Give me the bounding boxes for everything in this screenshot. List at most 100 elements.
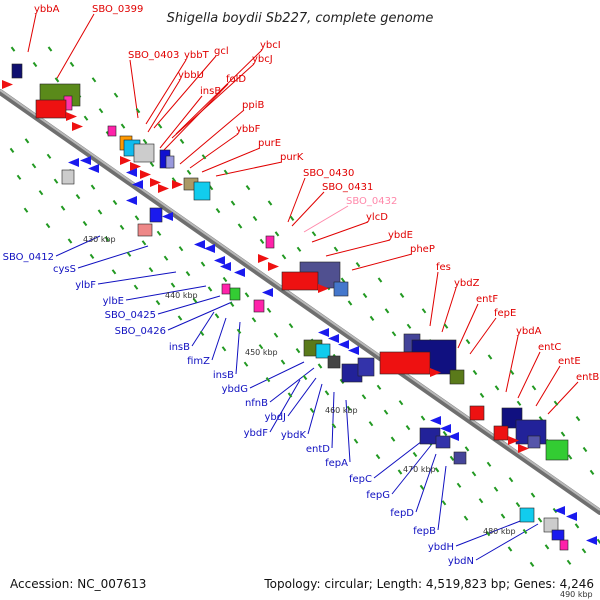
tick-mark	[266, 307, 272, 313]
tick-mark	[340, 277, 346, 283]
tick-mark	[215, 208, 221, 214]
leader-line	[415, 453, 437, 513]
tick-mark	[54, 77, 60, 83]
tick-mark	[265, 377, 271, 383]
leader-line	[55, 13, 95, 81]
leader-line	[429, 271, 439, 327]
gene-arrow	[234, 268, 245, 277]
gene-box	[281, 271, 319, 291]
leader-line	[345, 399, 351, 463]
leader-line	[249, 361, 305, 389]
leader-line	[211, 317, 227, 361]
tick-mark	[222, 276, 228, 283]
tick-mark	[434, 467, 440, 473]
gene-arrow	[88, 164, 99, 173]
tick-mark	[398, 400, 404, 406]
tick-mark	[229, 301, 235, 307]
gene-label: ybdF	[244, 428, 269, 439]
tick-mark	[274, 231, 280, 237]
tick-mark	[560, 431, 566, 437]
tick-mark	[581, 548, 587, 554]
tick-mark	[67, 238, 73, 244]
tick-mark	[155, 300, 161, 306]
tick-mark	[148, 267, 154, 273]
tick-mark	[288, 323, 294, 329]
tick-mark	[537, 517, 543, 523]
leader-line	[97, 271, 177, 285]
tick-mark	[302, 374, 308, 381]
tick-mark	[45, 223, 51, 229]
tick-mark	[16, 174, 22, 180]
gene-label: ybdJ	[264, 412, 286, 423]
gene-arrow	[448, 432, 459, 441]
tick-mark	[309, 407, 315, 413]
leader-line	[55, 235, 101, 257]
gene-arrow	[440, 424, 451, 433]
tick-mark	[347, 300, 353, 306]
gene-arrow	[80, 156, 91, 165]
tick-mark	[200, 261, 206, 267]
gene-arrow	[162, 212, 173, 221]
tick-mark	[530, 492, 536, 498]
tick-mark	[472, 369, 478, 376]
gene-box	[253, 299, 265, 313]
leader-line	[535, 365, 561, 407]
gene-box	[35, 99, 67, 119]
leader-line	[391, 443, 433, 495]
leader-line	[159, 95, 203, 149]
tick-mark	[471, 471, 477, 477]
gene-arrow	[120, 156, 131, 165]
tick-mark	[324, 390, 330, 396]
tick-mark	[60, 205, 66, 211]
gene-label: cysS	[53, 264, 76, 275]
tick-mark	[179, 138, 185, 144]
gene-label: purK	[280, 152, 304, 163]
gene-label: SBO_0431	[322, 182, 373, 193]
scale-label: 450 kbp	[245, 348, 278, 357]
gene-arrow	[258, 254, 269, 263]
tick-mark	[119, 224, 125, 230]
tick-mark	[126, 251, 132, 257]
tick-mark	[333, 246, 339, 252]
gene-label: entD	[306, 444, 330, 455]
scale-label: 440 kbp	[165, 291, 198, 300]
tick-mark	[509, 369, 515, 375]
tick-mark	[376, 384, 382, 390]
tick-mark	[214, 313, 220, 319]
gene-label: folD	[226, 74, 246, 85]
leader-line	[311, 221, 369, 243]
gene-label: fepD	[390, 508, 414, 519]
tick-mark	[478, 498, 484, 504]
gene-label: ybcI	[260, 40, 281, 51]
tick-mark	[134, 215, 140, 221]
tick-mark	[156, 230, 162, 236]
leader-line	[331, 391, 335, 449]
tick-mark	[391, 331, 397, 337]
tick-mark	[582, 446, 588, 453]
gene-features	[2, 63, 597, 551]
gene-label: SBO_0399	[92, 4, 143, 15]
tick-mark	[361, 394, 367, 400]
gene-label: ybdA	[516, 326, 542, 337]
tick-mark	[295, 348, 301, 354]
leader-line	[191, 311, 215, 347]
gene-box	[327, 355, 341, 369]
leader-line	[287, 177, 306, 223]
tick-mark	[133, 284, 139, 290]
gene-label: entB	[576, 372, 599, 383]
gene-box	[107, 125, 117, 137]
tick-mark	[46, 153, 52, 159]
tick-mark	[412, 451, 418, 458]
gene-arrow	[126, 168, 137, 177]
gene-arrow	[518, 444, 529, 453]
leader-line	[505, 335, 519, 393]
tick-mark	[199, 330, 205, 336]
gene-label: ybdK	[281, 430, 307, 441]
gene-box	[137, 223, 153, 237]
tick-mark	[420, 415, 426, 421]
gene-arrow	[140, 170, 151, 179]
gene-label: ybbT	[184, 50, 210, 61]
tick-mark	[346, 405, 352, 411]
